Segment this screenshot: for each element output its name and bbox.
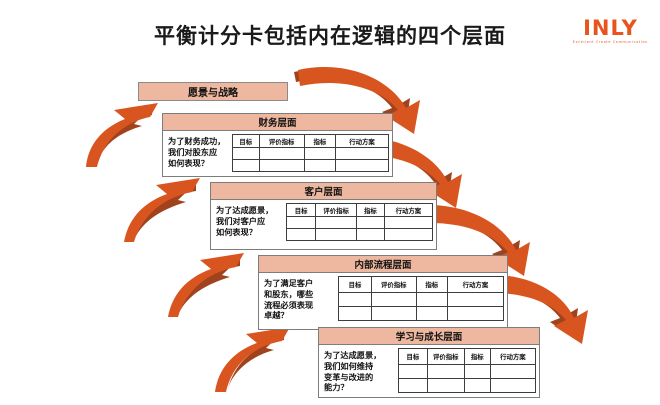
cell[interactable] xyxy=(463,377,491,394)
col-initiatives: 行动方案 xyxy=(383,203,434,217)
panel-financial-title-label: 财务层面 xyxy=(258,118,297,129)
table-row[interactable] xyxy=(285,228,434,241)
col-targets: 指标 xyxy=(463,348,491,365)
panel-customer[interactable]: 客户层面 为了达成愿景， 我们对客户应 如何表现？ 目标 评价指标 指标 行动方… xyxy=(210,182,437,250)
table-row[interactable] xyxy=(232,159,390,172)
cell[interactable] xyxy=(383,228,434,241)
arrow-customer-to-internal-return xyxy=(168,253,244,317)
col-initiatives: 行动方案 xyxy=(446,276,505,293)
table-row[interactable] xyxy=(398,377,537,394)
cell[interactable] xyxy=(489,363,537,379)
panel-internal-process-title-label: 内部流程层面 xyxy=(354,260,412,271)
panel-internal-process-question: 为了满足客户 和股东，哪些 流程必须表现 卓越？ xyxy=(264,278,314,321)
cell[interactable] xyxy=(303,147,336,160)
cell[interactable] xyxy=(334,159,390,172)
panel-internal-process-title: 内部流程层面 xyxy=(259,256,507,273)
logo-tagline: Excellent Create Communication xyxy=(572,40,648,44)
cell[interactable] xyxy=(258,159,305,172)
cell[interactable] xyxy=(338,291,372,307)
panel-financial-title: 财务层面 xyxy=(163,114,392,131)
vision-strategy-label: 愿景与战略 xyxy=(188,88,238,99)
cell[interactable] xyxy=(371,305,417,322)
cell[interactable] xyxy=(398,363,428,379)
table-header-row: 目标 评价指标 指标 行动方案 xyxy=(398,348,537,365)
col-measures: 评价指标 xyxy=(258,134,305,148)
panel-financial[interactable]: 财务层面 为了财务成功， 我们对股东应 如何表现？ 目标 评价指标 指标 行动方… xyxy=(162,113,393,177)
table-header-row: 目标 评价指标 指标 行动方案 xyxy=(232,134,390,148)
col-initiatives: 行动方案 xyxy=(334,134,390,148)
panel-learning-growth-body: 为了达成愿景， 我们如何维持 变革与改进的 能力？ 目标 评价指标 指标 行动方… xyxy=(319,345,539,396)
cell[interactable] xyxy=(489,377,537,394)
page-title: 平衡计分卡包括内在逻辑的四个层面 xyxy=(154,24,506,48)
table-header-row: 目标 评价指标 指标 行动方案 xyxy=(285,203,434,217)
table-row[interactable] xyxy=(285,216,434,229)
col-measures: 评价指标 xyxy=(315,203,358,217)
cell[interactable] xyxy=(446,291,505,307)
panel-customer-body: 为了达成愿景， 我们对客户应 如何表现？ 目标 评价指标 指标 行动方案 xyxy=(211,200,436,244)
cell[interactable] xyxy=(463,363,491,379)
cell[interactable] xyxy=(232,147,260,160)
cell[interactable] xyxy=(285,216,317,229)
arrow-vision-to-financial-return xyxy=(86,103,158,167)
inly-logo: INLY Excellent Create Communication xyxy=(573,18,648,44)
panel-learning-growth-grid[interactable]: 目标 评价指标 指标 行动方案 xyxy=(398,348,537,394)
cell[interactable] xyxy=(426,377,465,394)
cell[interactable] xyxy=(303,159,336,172)
cell[interactable] xyxy=(356,228,385,241)
cell[interactable] xyxy=(446,305,505,322)
panel-financial-grid[interactable]: 目标 评价指标 指标 行动方案 xyxy=(232,134,390,172)
cell[interactable] xyxy=(258,147,305,160)
cell[interactable] xyxy=(415,305,448,322)
col-objectives: 目标 xyxy=(232,134,260,148)
cell[interactable] xyxy=(398,377,428,394)
table-row[interactable] xyxy=(232,147,390,160)
col-targets: 指标 xyxy=(303,134,336,148)
cell[interactable] xyxy=(415,291,448,307)
cell[interactable] xyxy=(371,291,417,307)
col-measures: 评价指标 xyxy=(426,348,465,365)
panel-learning-growth-question: 为了达成愿景， 我们如何维持 变革与改进的 能力？ xyxy=(324,350,382,393)
col-measures: 评价指标 xyxy=(371,276,417,293)
panel-learning-growth[interactable]: 学习与成长层面 为了达成愿景， 我们如何维持 变革与改进的 能力？ 目标 评价指… xyxy=(318,327,540,398)
arrow-financial-to-customer-return xyxy=(124,178,200,242)
col-targets: 指标 xyxy=(356,203,385,217)
cell[interactable] xyxy=(426,363,465,379)
panel-customer-title-label: 客户层面 xyxy=(304,187,343,198)
vision-strategy-box[interactable]: 愿景与战略 xyxy=(138,82,288,101)
panel-financial-question: 为了财务成功， 我们对股东应 如何表现？ xyxy=(168,136,226,168)
panel-internal-process-body: 为了满足客户 和股东，哪些 流程必须表现 卓越？ 目标 评价指标 指标 行动方案 xyxy=(259,273,507,324)
table-row[interactable] xyxy=(338,291,505,307)
cell[interactable] xyxy=(334,147,390,160)
cell[interactable] xyxy=(285,228,317,241)
col-objectives: 目标 xyxy=(285,203,317,217)
panel-customer-title: 客户层面 xyxy=(211,183,436,200)
cell[interactable] xyxy=(232,159,260,172)
panel-learning-growth-title: 学习与成长层面 xyxy=(319,328,539,345)
col-initiatives: 行动方案 xyxy=(489,348,537,365)
panel-learning-growth-title-label: 学习与成长层面 xyxy=(395,332,463,343)
logo-wordmark: INLY xyxy=(583,16,638,40)
panel-internal-process[interactable]: 内部流程层面 为了满足客户 和股东，哪些 流程必须表现 卓越？ 目标 评价指标 … xyxy=(258,255,508,330)
cell[interactable] xyxy=(383,216,434,229)
table-header-row: 目标 评价指标 指标 行动方案 xyxy=(338,276,505,293)
arrow-internal-to-learning-return xyxy=(215,327,290,392)
cell[interactable] xyxy=(315,216,358,229)
cell[interactable] xyxy=(338,305,372,322)
panel-financial-body: 为了财务成功， 我们对股东应 如何表现？ 目标 评价指标 指标 行动方案 xyxy=(163,131,392,175)
panel-customer-grid[interactable]: 目标 评价指标 指标 行动方案 xyxy=(285,203,434,241)
cell[interactable] xyxy=(356,216,385,229)
col-objectives: 目标 xyxy=(398,348,428,365)
panel-customer-question: 为了达成愿景， 我们对客户应 如何表现？ xyxy=(216,205,274,237)
cell[interactable] xyxy=(315,228,358,241)
col-objectives: 目标 xyxy=(338,276,372,293)
col-targets: 指标 xyxy=(415,276,448,293)
panel-internal-process-grid[interactable]: 目标 评价指标 指标 行动方案 xyxy=(338,276,505,322)
table-row[interactable] xyxy=(398,363,537,379)
table-row[interactable] xyxy=(338,305,505,322)
